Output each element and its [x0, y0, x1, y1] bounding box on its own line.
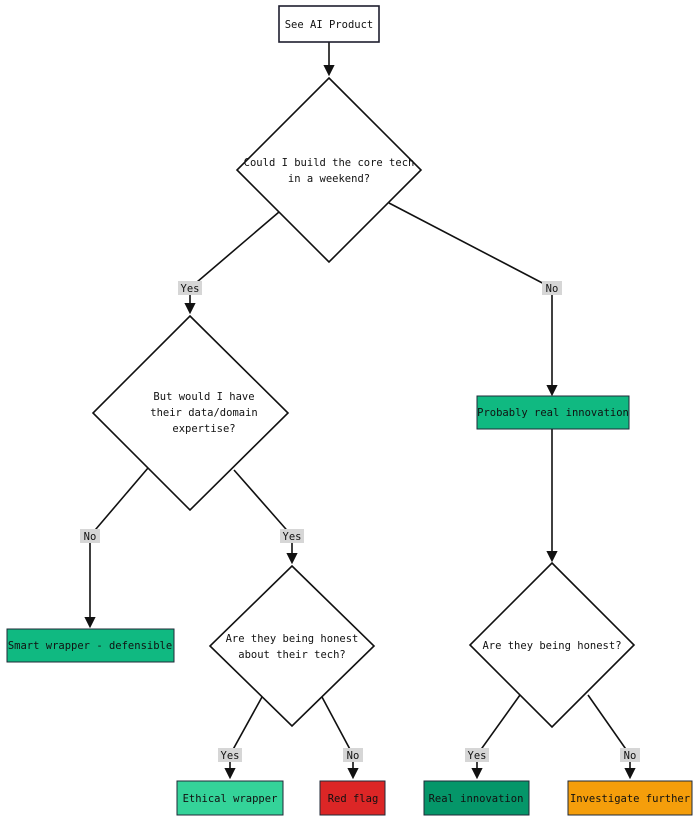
decision-text-line-1: Could I build the core tech — [244, 157, 415, 169]
decision-build-in-weekend: Could I build the core tech in a weekend… — [235, 76, 423, 264]
edge-label-data-yes: Yes — [280, 529, 304, 543]
edge-label-text: Yes — [283, 531, 302, 543]
edge-label-weekend-yes: Yes — [178, 281, 202, 295]
decision-text-line-3: expertise? — [172, 423, 235, 435]
edge-label-text: Yes — [221, 750, 240, 762]
edge-honest-no — [587, 694, 636, 780]
edge-tech-yes — [224, 696, 263, 780]
edge-label-text: No — [624, 750, 637, 762]
decision-text-line-1: But would I have — [153, 391, 254, 403]
edge-label-data-no: No — [80, 529, 100, 543]
decision-text-line-2: about their tech? — [238, 649, 345, 661]
edge-weekend-yes — [184, 211, 280, 315]
node-label: Smart wrapper - defensible — [8, 640, 172, 652]
node-smart-wrapper: Smart wrapper - defensible — [6, 628, 175, 663]
edge-label-tech-no: No — [343, 748, 363, 762]
node-red-flag: Red flag — [319, 780, 386, 816]
decision-text-line-1: Are they being honest — [226, 633, 359, 645]
node-label: Probably real innovation — [477, 407, 629, 419]
edge-label-text: Yes — [468, 750, 487, 762]
decision-honest-about-tech: Are they being honest about their tech? — [208, 564, 376, 728]
edge-label-weekend-no: No — [542, 281, 562, 295]
edge-label-text: No — [347, 750, 360, 762]
node-investigate-further: Investigate further — [567, 780, 693, 816]
edge-label-tech-yes: Yes — [218, 748, 242, 762]
node-real-innovation: Real innovation — [423, 780, 530, 816]
edge-label-honest-no: No — [620, 748, 640, 762]
edge-honest-yes — [471, 694, 521, 780]
node-label: Investigate further — [570, 793, 690, 805]
edge-label-text: No — [84, 531, 97, 543]
node-label: Real innovation — [429, 793, 524, 805]
edge-label-text: No — [546, 283, 559, 295]
node-label: Red flag — [328, 793, 379, 805]
edge-data-no — [84, 467, 149, 629]
edge-label-honest-yes: Yes — [465, 748, 489, 762]
node-start: See AI Product — [278, 5, 380, 43]
decision-text-line-2: their data/domain — [150, 407, 257, 419]
edge-tech-no — [321, 696, 359, 780]
decision-text-line-1: Are they being honest? — [482, 640, 621, 652]
decision-text-line-2: in a weekend? — [288, 173, 370, 185]
decision-honest: Are they being honest? — [468, 561, 636, 729]
edge-data-yes — [233, 469, 298, 565]
decision-data-expertise: But would I have their data/domain exper… — [91, 314, 290, 512]
node-probably-real-innovation: Probably real innovation — [476, 395, 630, 430]
node-label: Ethical wrapper — [183, 793, 278, 805]
node-start-label: See AI Product — [285, 19, 374, 31]
edge-label-text: Yes — [181, 283, 200, 295]
node-ethical-wrapper: Ethical wrapper — [176, 780, 284, 816]
edge-weekend-no — [388, 202, 558, 397]
